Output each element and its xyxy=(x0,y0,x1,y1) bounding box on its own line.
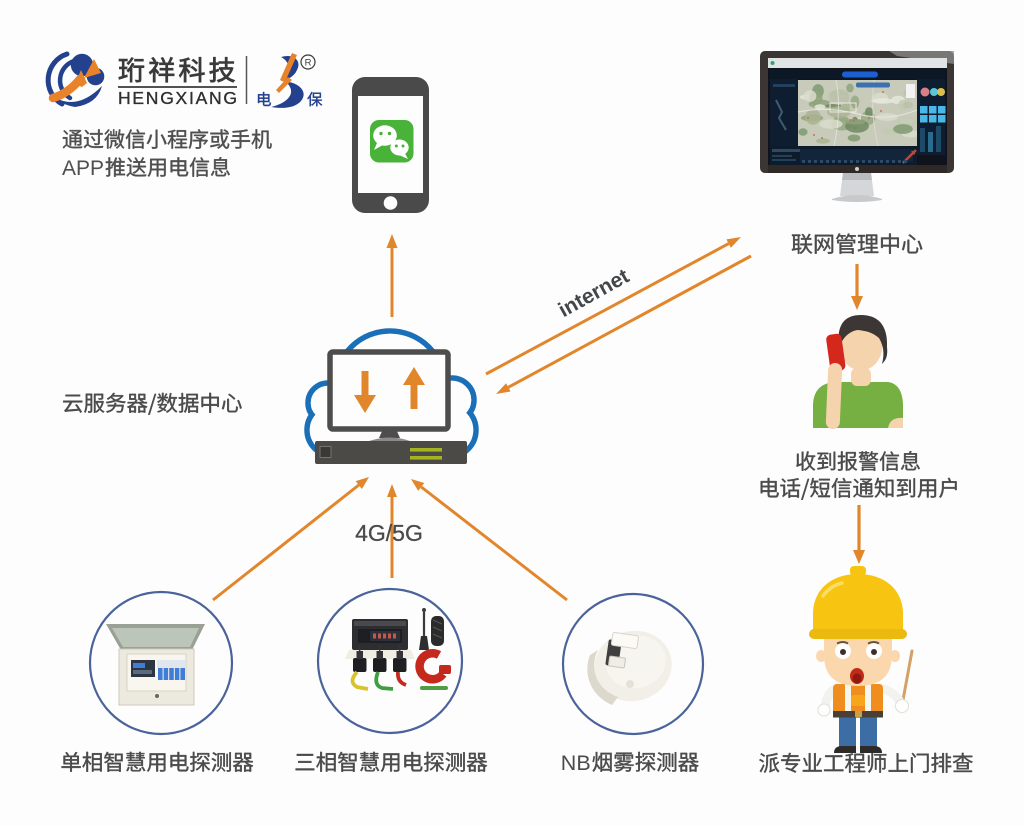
svg-text:NB: NB xyxy=(561,751,591,775)
svg-text:APP: APP xyxy=(62,157,104,180)
svg-text:HENGXIANG: HENGXIANG xyxy=(118,88,239,108)
svg-text:4G/5G: 4G/5G xyxy=(355,520,423,546)
